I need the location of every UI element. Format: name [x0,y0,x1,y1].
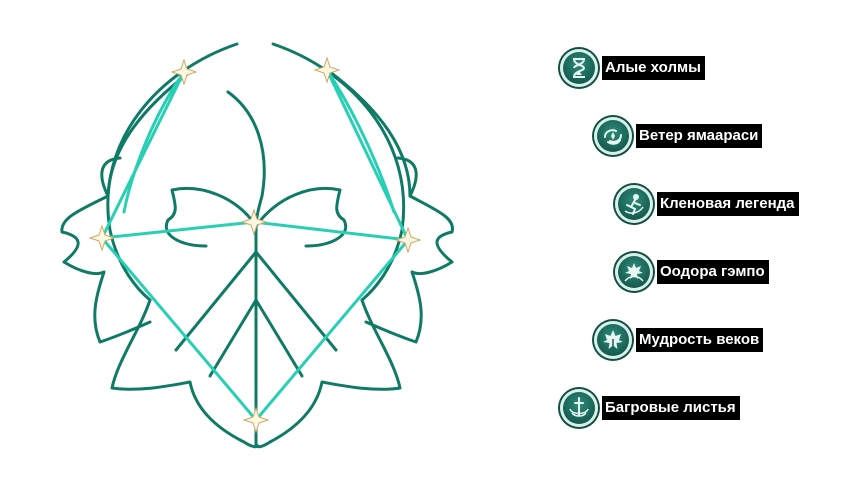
talent-row-1[interactable]: Алые холмы [560,46,705,90]
sword-swirl-icon [560,389,598,427]
talent-label-3: Кленовая легенда [657,192,799,216]
star-6[interactable] [242,406,270,434]
talent-label-1: Алые холмы [602,56,705,80]
talent-row-6[interactable]: Багровые листья [560,386,740,430]
maple-outline [60,42,454,449]
maple-figure-icon [615,185,653,223]
maple-leaf-swirl-icon [615,253,653,291]
star-3[interactable] [88,224,116,252]
star-2[interactable] [313,56,341,84]
constellation-stars [88,56,422,434]
star-4[interactable] [240,208,268,236]
talent-label-4: Оодора гэмпо [657,260,769,284]
talent-row-3[interactable]: Кленовая легенда [615,182,799,226]
star-1[interactable] [170,58,198,86]
talent-row-4[interactable]: Оодора гэмпо [615,250,769,294]
talent-label-2: Ветер ямаараси [636,124,763,148]
talent-label-6: Багровые листья [602,396,740,420]
hourglass-icon [560,49,598,87]
whirlwind-icon [594,117,632,155]
talent-row-2[interactable]: Ветер ямаараси [594,114,763,158]
star-5[interactable] [394,226,422,254]
talent-row-5[interactable]: Мудрость веков [594,318,764,362]
maple-leaf-icon [594,321,632,359]
constellation-diagram [60,42,454,449]
talent-label-5: Мудрость веков [636,328,764,352]
